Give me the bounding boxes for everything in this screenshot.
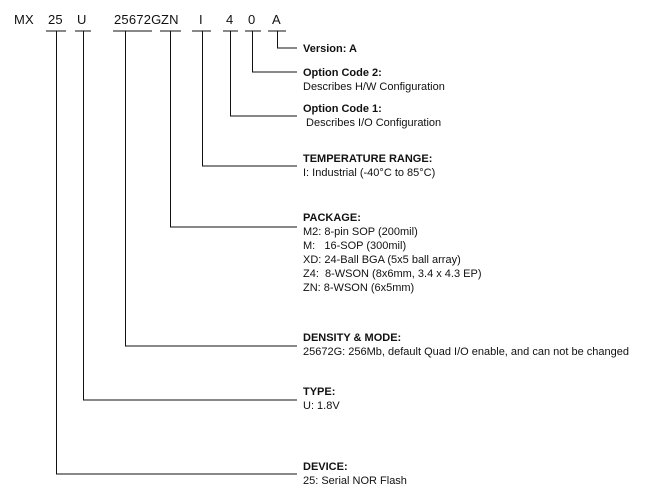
- field-title: PACKAGE:: [303, 212, 361, 224]
- field-title: TYPE:: [303, 386, 336, 398]
- segment-option-code-1: 4: [226, 12, 234, 27]
- segment-type: U: [77, 12, 87, 27]
- field-density-mode: DENSITY & MODE: 25672G: 256Mb, default Q…: [303, 331, 629, 359]
- field-package: PACKAGE: M2: 8-pin SOP (200mil) M: 16-SO…: [303, 211, 482, 295]
- field-line: Describes I/O Configuration: [303, 117, 442, 129]
- segment-series-mx: MX: [14, 12, 34, 27]
- field-line: ZN: 8-WSON (6x5mm): [303, 282, 415, 294]
- field-line: XD: 24-Ball BGA (5x5 ball array): [303, 254, 461, 266]
- segment-option-code-2: 0: [248, 12, 256, 27]
- segment-device: 25: [48, 12, 63, 27]
- field-title: Option Code 1:: [303, 103, 382, 115]
- segment-density: 25672G: [114, 12, 162, 27]
- field-title: TEMPERATURE RANGE:: [303, 153, 433, 165]
- segment-version: A: [272, 12, 281, 27]
- field-option-code-2: Option Code 2: Describes H/W Configurati…: [303, 66, 445, 94]
- field-title: DENSITY & MODE:: [303, 332, 402, 344]
- field-device: DEVICE: 25: Serial NOR Flash: [303, 460, 407, 488]
- field-line: M2: 8-pin SOP (200mil): [303, 226, 418, 238]
- field-title: DEVICE:: [303, 461, 348, 473]
- field-line: U: 1.8V: [303, 400, 340, 412]
- field-title: Option Code 2:: [303, 67, 382, 79]
- field-type: TYPE: U: 1.8V: [303, 385, 340, 413]
- field-temperature-range: TEMPERATURE RANGE: I: Industrial (-40°C …: [303, 152, 435, 180]
- field-version: Version: A: [303, 42, 357, 56]
- field-line: I: Industrial (-40°C to 85°C): [303, 167, 436, 179]
- segment-package: ZN: [161, 12, 179, 27]
- field-option-code-1: Option Code 1: Describes I/O Configurati…: [303, 102, 441, 130]
- field-line: Z4: 8-WSON (8x6mm, 3.4 x 4.3 EP): [303, 268, 482, 280]
- field-line: 25672G: 256Mb, default Quad I/O enable, …: [303, 346, 629, 358]
- field-line: 25: Serial NOR Flash: [303, 475, 407, 487]
- segment-temperature: I: [199, 12, 203, 27]
- field-title: Version: A: [303, 43, 357, 55]
- field-line: M: 16-SOP (300mil): [303, 240, 407, 252]
- field-line: Describes H/W Configuration: [303, 81, 445, 93]
